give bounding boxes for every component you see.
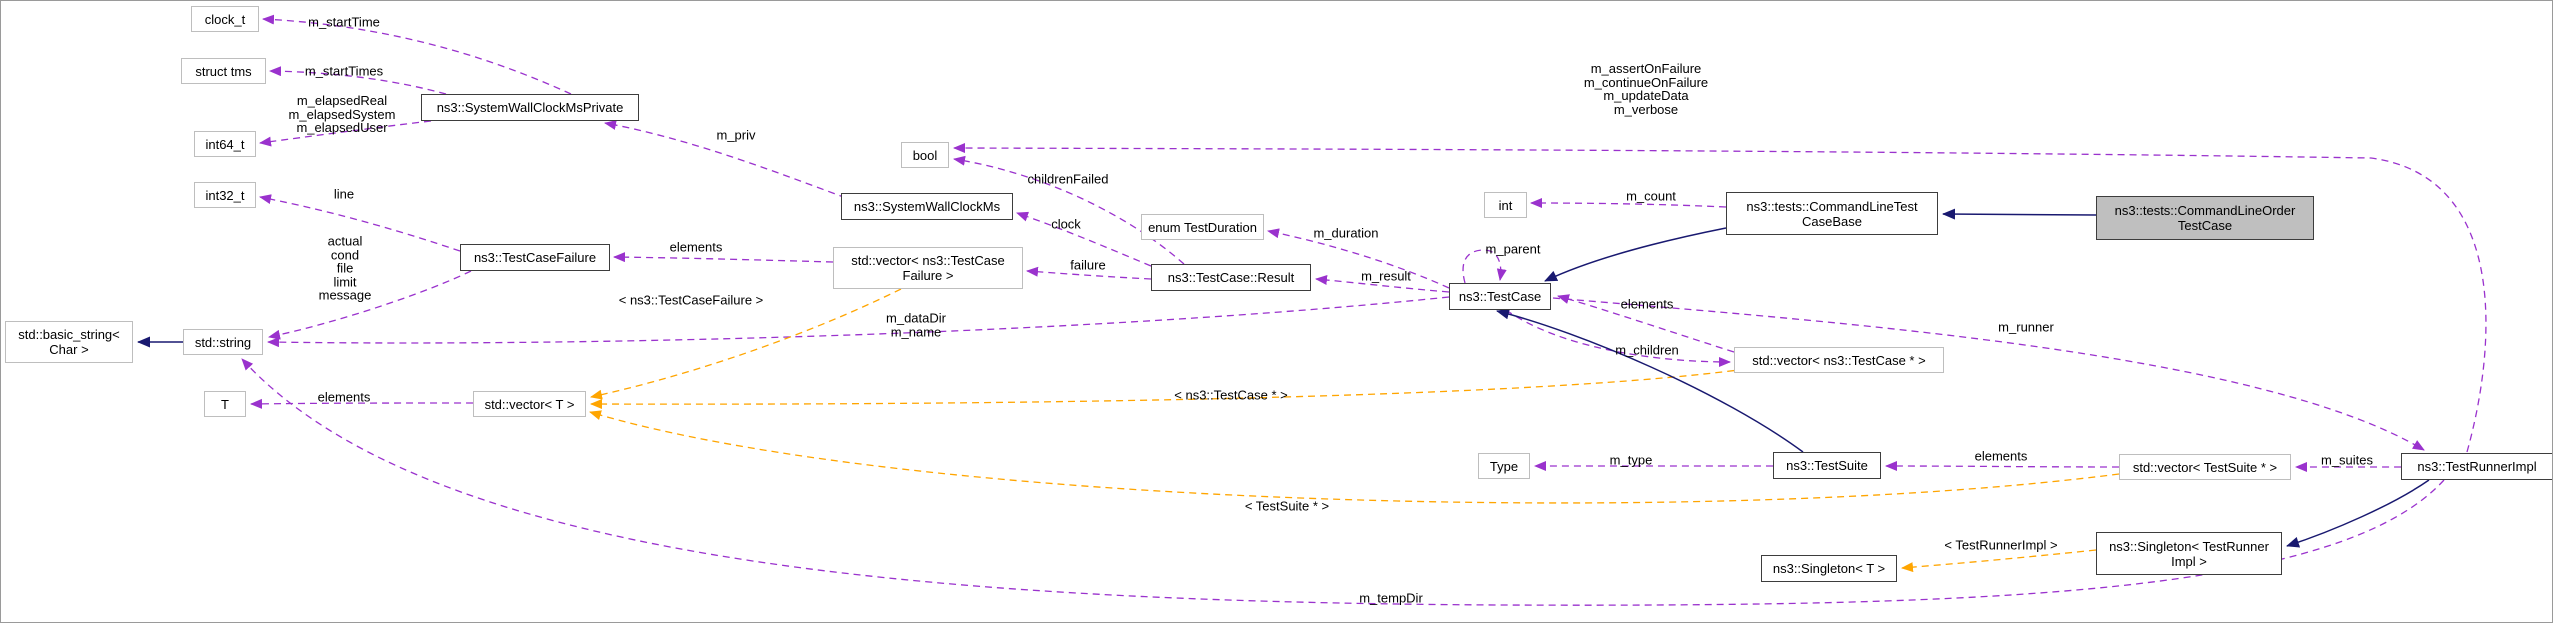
edge-inh-testsuite <box>1496 308 1804 453</box>
lbl-m-children: m_children <box>1615 342 1679 358</box>
edge-clock <box>1016 211 1152 267</box>
lbl-tmpl-testcase-ptr: < ns3::TestCase * > <box>1174 387 1288 403</box>
edge-m-startTimes <box>269 66 447 95</box>
lbl-tmpl-tcf: < ns3::TestCaseFailure > <box>618 292 764 308</box>
edge-tmpl-testrunnerimpl <box>1901 549 2097 573</box>
node-singleton-t[interactable]: ns3::Singleton< T > <box>1761 555 1897 582</box>
lbl-m-startTime: m_startTime <box>308 14 380 30</box>
node-singleton-testrunnerimpl[interactable]: ns3::Singleton< TestRunner Impl > <box>2096 532 2282 575</box>
lbl-elements-children: elements <box>1620 296 1674 312</box>
lbl-childrenFailed: childrenFailed <box>1027 171 1109 187</box>
edge-m-result <box>1315 275 1450 293</box>
node-system-wall-clock-ms-private[interactable]: ns3::SystemWallClockMsPrivate <box>421 94 639 121</box>
edge-m-count <box>1530 198 1727 209</box>
node-int32-t: int32_t <box>194 182 256 208</box>
node-enum-testduration: enum TestDuration <box>1141 214 1264 240</box>
edge-m-parent <box>1462 249 1507 284</box>
edge-m-elapsed <box>259 120 432 147</box>
edge-elements-suites <box>1885 461 2120 472</box>
lbl-m-runner: m_runner <box>1998 319 2054 335</box>
lbl-elements-t: elements <box>317 389 371 405</box>
edge-tmpl-testsuite-ptr <box>589 410 2120 504</box>
edge-childrenFailed <box>953 155 1185 265</box>
edge-m-runner <box>1552 297 2425 451</box>
node-testrunnerimpl[interactable]: ns3::TestRunnerImpl <box>2401 453 2552 480</box>
node-int64-t: int64_t <box>194 131 256 157</box>
node-testcase[interactable]: ns3::TestCase <box>1449 283 1551 310</box>
lbl-m-elapsed: m_elapsedReal m_elapsedSystem m_elapsedU… <box>288 92 396 135</box>
edge-runner-bools <box>953 143 2487 453</box>
edge-m-dataDir <box>267 296 1450 348</box>
lbl-elements-tcf: elements <box>669 239 723 255</box>
edge-m-children <box>1505 309 1731 367</box>
node-std-vector-testcasefailure: std::vector< ns3::TestCase Failure > <box>833 247 1023 289</box>
node-testsuite[interactable]: ns3::TestSuite <box>1773 452 1881 479</box>
node-system-wall-clock-ms[interactable]: ns3::SystemWallClockMs <box>841 193 1013 220</box>
edge-inh-clbase <box>1544 227 1727 282</box>
lbl-failure-fields: actual cond file limit message <box>318 233 372 303</box>
node-t: T <box>204 391 246 417</box>
node-testcase-result[interactable]: ns3::TestCase::Result <box>1151 264 1311 291</box>
lbl-m-parent: m_parent <box>1485 241 1541 257</box>
node-std-vector-testsuite-ptr: std::vector< TestSuite * > <box>2119 454 2291 480</box>
node-type: Type <box>1478 453 1530 479</box>
lbl-line: line <box>333 186 355 202</box>
node-testcasefailure[interactable]: ns3::TestCaseFailure <box>460 244 610 271</box>
edge-tmpl-testcase-ptr <box>590 368 1747 410</box>
node-std-vector-testcase-ptr: std::vector< ns3::TestCase * > <box>1734 347 1944 373</box>
edge-inh-clorder <box>1942 208 2097 220</box>
node-std-basic-string: std::basic_string< Char > <box>5 321 133 363</box>
node-clock-t: clock_t <box>191 6 259 32</box>
lbl-tmpl-testrunnerimpl: < TestRunnerImpl > <box>1944 537 2058 553</box>
lbl-clock: clock <box>1051 216 1081 232</box>
node-struct-tms: struct tms <box>181 58 266 84</box>
lbl-m-type: m_type <box>1609 452 1653 468</box>
node-std-string: std::string <box>183 329 263 355</box>
lbl-m-duration: m_duration <box>1313 225 1379 241</box>
edge-failure-fields <box>268 270 472 340</box>
lbl-m-dataDir: m_dataDir m_name <box>886 310 946 339</box>
lbl-tmpl-testsuite-ptr: < TestSuite * > <box>1244 498 1330 514</box>
node-commandline-order-testcase: ns3::tests::CommandLineOrder TestCase <box>2096 196 2314 240</box>
edge-m-tempDir <box>241 358 2445 606</box>
node-bool: bool <box>901 142 949 168</box>
lbl-m-suites: m_suites <box>2320 452 2374 468</box>
lbl-elements-suites: elements <box>1974 448 2028 464</box>
lbl-failure: failure <box>1070 257 1106 273</box>
lbl-m-priv: m_priv <box>716 127 756 143</box>
edge-elements-t <box>250 398 474 409</box>
lbl-m-tempDir: m_tempDir <box>1359 590 1423 606</box>
edge-failure <box>1026 266 1152 280</box>
edge-m-startTime <box>262 14 572 95</box>
lbl-m-count: m_count <box>1626 188 1676 204</box>
edge-tmpl-tcf <box>590 288 902 400</box>
edge-inh-runnerimpl <box>2286 479 2430 548</box>
node-commandline-testcase-base[interactable]: ns3::tests::CommandLineTest CaseBase <box>1726 192 1938 235</box>
edge-elements-tcf <box>613 252 834 263</box>
edge-m-priv <box>604 120 847 199</box>
lbl-m-startTimes: m_startTimes <box>304 63 384 79</box>
lbl-runner-bools: m_assertOnFailure m_continueOnFailure m_… <box>1583 61 1709 117</box>
node-int: int <box>1484 192 1527 218</box>
lbl-m-result: m_result <box>1361 268 1411 284</box>
node-std-vector-t: std::vector< T > <box>473 391 586 417</box>
